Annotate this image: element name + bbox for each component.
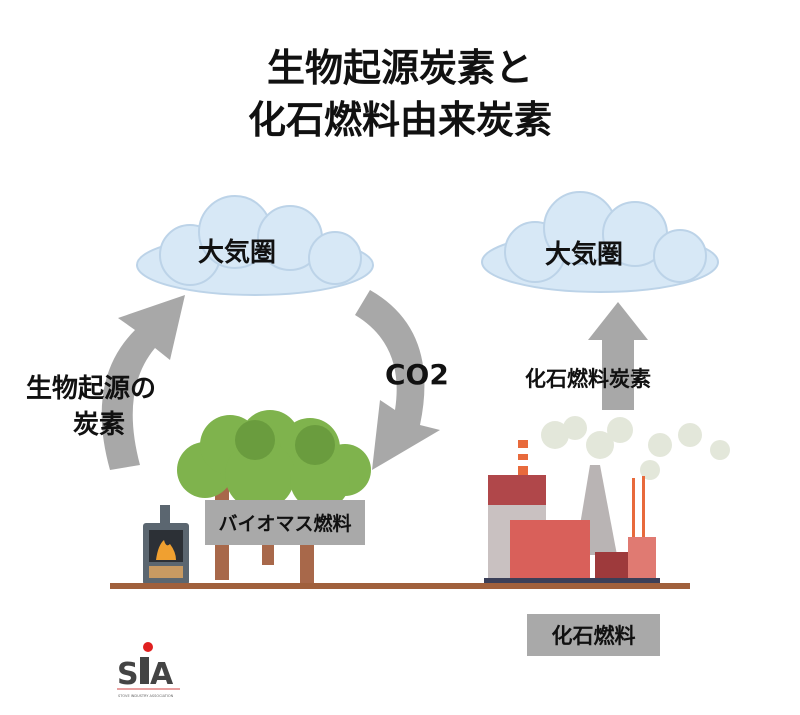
- factory-illustration: [484, 416, 730, 583]
- biomass-fuel-label: バイオマス燃料: [205, 500, 365, 545]
- co2-label: CO2: [385, 358, 449, 391]
- co2-arrow-down: [355, 290, 440, 470]
- left-cloud: [136, 195, 374, 296]
- wood-stove-icon: [143, 505, 189, 585]
- trees-illustration: [177, 410, 371, 585]
- left-cloud-label: 大気圏: [198, 238, 277, 268]
- biogenic-label-line-1: 生物起源の: [26, 374, 157, 404]
- biogenic-label-line-2: 炭素: [73, 410, 126, 440]
- svg-text:STOVE INDUSTRY ASSOCIATION: STOVE INDUSTRY ASSOCIATION: [118, 694, 174, 698]
- fossil-fuel-label: 化石燃料: [527, 614, 660, 656]
- fossil-carbon-label: 化石燃料炭素: [525, 367, 651, 391]
- right-cloud-label: 大気圏: [545, 240, 624, 270]
- svg-text:S: S: [117, 657, 139, 692]
- ground-line: [110, 583, 690, 589]
- right-cloud: [481, 191, 719, 293]
- title-line-2: 化石燃料由来炭素: [247, 98, 552, 142]
- biogenic-cycle-arrow-up: [101, 295, 185, 470]
- svg-text:A: A: [150, 657, 174, 692]
- title-line-1: 生物起源炭素と: [266, 46, 533, 90]
- sia-logo: S A STOVE INDUSTRY ASSOCIATION: [117, 642, 180, 698]
- fossil-carbon-arrow-up: [588, 302, 648, 410]
